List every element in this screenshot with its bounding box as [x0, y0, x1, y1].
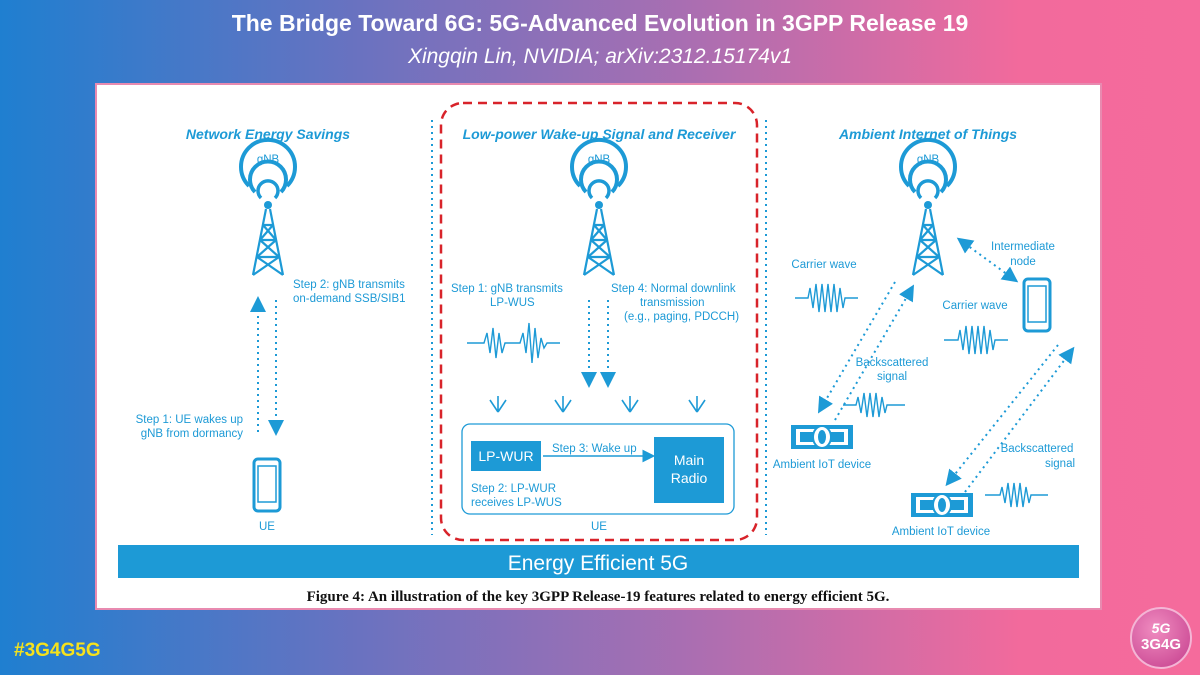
ue-device-box: [461, 423, 735, 515]
left-step1-line2: gNB from dormancy: [141, 428, 244, 440]
logo-top-text: 5G: [1151, 620, 1171, 636]
left-step2-line1: Step 2: gNB transmits: [293, 279, 405, 291]
lp-wur-block: [471, 441, 541, 471]
main-radio-block: [654, 437, 724, 503]
logo-bottom-text: 3G4G: [1140, 636, 1182, 653]
intermediate-node-line2: node: [1010, 256, 1036, 268]
backscatter-2-line2: signal: [1045, 458, 1075, 470]
main-radio-line1: Main: [674, 452, 704, 468]
energy-efficient-banner: [118, 545, 1079, 578]
backscatter-1-waveform: [843, 392, 905, 418]
mid-step2-line1: Step 2: LP-WUR: [471, 483, 556, 495]
mid-step4-line3: (e.g., paging, PDCCH): [624, 311, 739, 323]
ue-label-left: UE: [259, 521, 275, 533]
3g4g-logo: 5G 3G4G: [1130, 607, 1192, 669]
ue-label-middle: UE: [591, 521, 607, 533]
mid-step1-line1: Step 1: gNB transmits: [451, 283, 563, 295]
mid-step4-line1: Step 4: Normal downlink: [611, 283, 736, 295]
ambient-iot-device-2-label: Ambient IoT device: [892, 526, 990, 538]
carrier-wave-1-label: Carrier wave: [791, 259, 856, 271]
iot2-to-intermediate-arrow: [964, 346, 1075, 493]
ue-phone-left-icon: [252, 457, 282, 513]
left-step1-line1: Step 1: UE wakes up: [136, 414, 243, 426]
heading-network-energy-savings: Network Energy Savings: [186, 126, 350, 142]
gnb-tower-right-icon: [899, 137, 957, 277]
antenna-3-icon: [621, 395, 639, 413]
iot1-to-gnb-arrow: [834, 284, 915, 421]
intermediate-node-line1: Intermediate: [991, 241, 1055, 253]
left-step2-line2: on-demand SSB/SIB1: [293, 293, 406, 305]
mid-step4-line2: transmission: [640, 297, 705, 309]
main-radio-line2: Radio: [671, 470, 708, 486]
slide-subtitle: Xingqin Lin, NVIDIA; arXiv:2312.15174v1: [407, 45, 793, 68]
backscatter-2-line1: Backscattered: [1001, 443, 1074, 455]
antenna-1-icon: [489, 395, 507, 413]
gnb-to-iot1-arrow: [817, 281, 896, 414]
figure-panel: [95, 83, 1102, 610]
intermediate-to-iot2-arrow: [945, 344, 1059, 487]
ambient-iot-device-1-icon: [790, 424, 854, 450]
slide-title: The Bridge Toward 6G: 5G-Advanced Evolut…: [231, 10, 969, 36]
heading-lp-wus: Low-power Wake-up Signal and Receiver: [463, 126, 737, 142]
gnb-tower-left-icon: [239, 137, 297, 277]
intermediate-node-phone-icon: [1022, 277, 1052, 333]
mid-step2-line2: receives LP-WUS: [471, 497, 562, 509]
carrier-wave-2-waveform: [944, 325, 1008, 355]
backscatter-1-line1: Backscattered: [856, 357, 929, 369]
carrier-wave-1-waveform: [795, 283, 858, 313]
heading-ambient-iot: Ambient Internet of Things: [838, 126, 1017, 142]
ambient-iot-device-1-label: Ambient IoT device: [773, 459, 871, 471]
lp-wur-label: LP-WUR: [478, 448, 533, 464]
banner-label: Energy Efficient 5G: [508, 552, 689, 575]
gnb-tower-middle-icon: [570, 137, 628, 277]
carrier-wave-2-label: Carrier wave: [942, 300, 1007, 312]
figure-caption: Figure 4: An illustration of the key 3GP…: [307, 589, 890, 605]
antenna-4-icon: [688, 395, 706, 413]
backscatter-2-waveform: [985, 482, 1048, 508]
highlight-box: [439, 101, 759, 542]
ambient-iot-device-2-icon: [910, 492, 974, 518]
hashtag: #3G4G5G: [14, 640, 101, 661]
mid-step3-label: Step 3: Wake up: [552, 443, 637, 455]
antenna-2-icon: [554, 395, 572, 413]
lp-wus-waveform: [467, 322, 560, 364]
backscatter-1-line2: signal: [877, 371, 907, 383]
mid-step1-line2: LP-WUS: [490, 297, 535, 309]
